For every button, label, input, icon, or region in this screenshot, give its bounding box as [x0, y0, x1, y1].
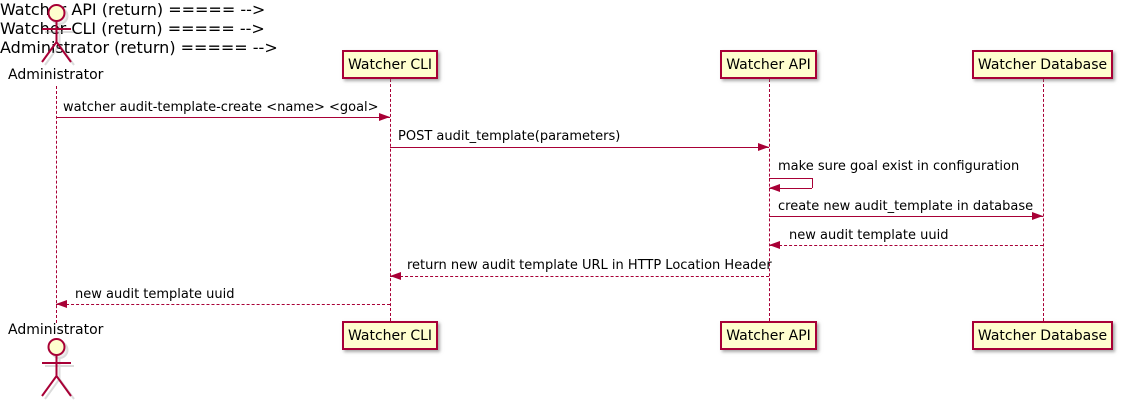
message-2-line — [390, 147, 769, 148]
participant-box-watcher-api-top: Watcher API — [720, 50, 817, 79]
participant-label-watcher-database-top: Watcher Database — [977, 56, 1108, 73]
administrator-actor-icon-bottom — [41, 338, 75, 400]
message-1-arrowhead-right-icon — [379, 113, 390, 121]
message-4-arrowhead-right-icon — [1032, 212, 1043, 220]
lifeline-watcher-api — [769, 79, 770, 321]
participant-box-watcher-database-top: Watcher Database — [972, 50, 1113, 79]
message-3-loop-top-line — [769, 178, 812, 179]
lifeline-watcher-database — [1043, 79, 1044, 321]
message-7-arrowhead-left-icon — [56, 300, 67, 308]
message-5-label: new audit template uuid — [789, 228, 949, 243]
participant-box-watcher-cli-bottom: Watcher CLI — [342, 321, 438, 350]
administrator-actor-icon — [41, 4, 75, 66]
message-3-label: make sure goal exist in configuration — [778, 159, 1020, 174]
message-6-label: return new audit template URL in HTTP Lo… — [407, 258, 772, 273]
message-1-line — [56, 117, 390, 118]
message-3-loop-right-line — [812, 178, 813, 188]
message-4-line — [769, 216, 1043, 217]
message-3-arrowhead-left-icon — [769, 184, 780, 192]
participant-box-watcher-api-bottom: Watcher API — [720, 321, 817, 350]
message-7-label: new audit template uuid — [75, 287, 235, 302]
message-1-label: watcher audit-template-create <name> <go… — [63, 100, 379, 115]
participant-label-watcher-cli-bottom: Watcher CLI — [347, 327, 433, 344]
participant-box-watcher-cli-top: Watcher CLI — [342, 50, 438, 79]
participant-label-watcher-database-bottom: Watcher Database — [977, 327, 1108, 344]
message-5-dashed-line — [769, 245, 1043, 246]
message-3-loop-bottom-line — [769, 188, 812, 189]
message-6-arrowhead-left-icon — [390, 272, 401, 280]
message-4-label: create new audit_template in database — [778, 199, 1034, 214]
participant-label-watcher-api-top: Watcher API — [726, 56, 811, 73]
lifeline-administrator — [56, 86, 57, 323]
message-7-dashed-line — [56, 304, 390, 305]
lifeline-watcher-cli — [390, 79, 391, 321]
message-5-arrowhead-left-icon — [769, 241, 780, 249]
participant-label-watcher-api-bottom: Watcher API — [726, 327, 811, 344]
message-2-label: POST audit_template(parameters) — [398, 129, 621, 144]
actor-administrator-label-bottom: Administrator — [8, 322, 104, 338]
participant-box-watcher-database-bottom: Watcher Database — [972, 321, 1113, 350]
message-6-dashed-line — [390, 276, 769, 277]
participant-label-watcher-cli-top: Watcher CLI — [347, 56, 433, 73]
actor-administrator-label-top: Administrator — [8, 67, 104, 83]
message-2-arrowhead-right-icon — [758, 143, 769, 151]
